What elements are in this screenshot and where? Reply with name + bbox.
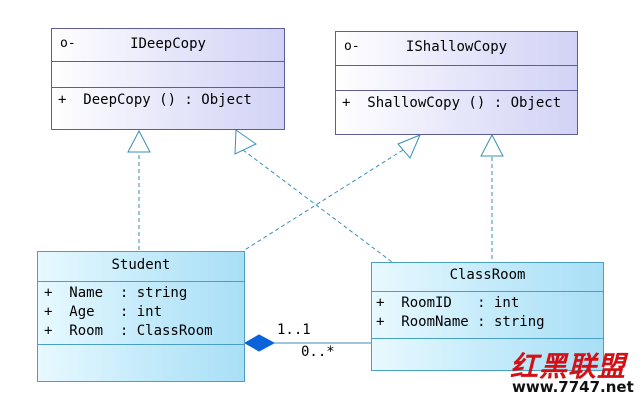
ishallowcopy-attributes-section [336, 65, 577, 90]
interface-lollipop-icon: o- [344, 39, 360, 54]
student-realizes-ishallowcopy-line [242, 149, 404, 252]
ideepcopy-attributes-section [52, 61, 284, 87]
student-attributes-section: + Name : string + Age : int + Room : Cla… [38, 281, 244, 344]
composition-diamond [243, 334, 276, 352]
classroom-attributes-section: + RoomID : int + RoomName : string [372, 291, 603, 338]
ideepcopy-realization-arrowhead-2 [234, 129, 257, 155]
ishallowcopy-realization-arrowhead-2 [480, 133, 504, 157]
ishallowcopy-operations-section: + ShallowCopy () : Object [336, 90, 577, 134]
ideepcopy-realization-arrowhead-1 [127, 129, 151, 153]
interface-lollipop-icon: o- [60, 36, 76, 51]
student-attribute: + Name : string [44, 285, 188, 301]
classroom-title: ClassRoom [449, 267, 526, 283]
ideepcopy-title: IDeepCopy [130, 36, 206, 52]
ishallowcopy-realization-arrowhead-1 [397, 134, 421, 159]
classroom-operations-section [372, 338, 603, 370]
student-attribute: + Age : int [44, 304, 163, 320]
classroom-realizes-ideepcopy-line [242, 149, 393, 263]
ideepcopy-operation: + DeepCopy () : Object [58, 92, 252, 108]
student-operations-section [38, 344, 244, 381]
ishallowcopy-interface-box[interactable]: o- IShallowCopy + ShallowCopy () : Objec… [335, 31, 578, 135]
classroom-attribute: + RoomName : string [376, 314, 545, 330]
student-title: Student [111, 257, 171, 273]
multiplicity-label-student-end: 1..1 [277, 322, 311, 338]
watermark-logo-text: 红黑联盟 [510, 350, 627, 383]
student-class-box[interactable]: Student + Name : string + Age : int + Ro… [37, 251, 245, 382]
classroom-attribute: + RoomID : int [376, 295, 520, 311]
ideepcopy-operations-section: + DeepCopy () : Object [52, 87, 284, 129]
watermark-url: www.7747.net [512, 378, 634, 396]
classroom-class-box[interactable]: ClassRoom + RoomID : int + RoomName : st… [371, 262, 604, 371]
ideepcopy-interface-box[interactable]: o- IDeepCopy + DeepCopy () : Object [51, 28, 285, 130]
multiplicity-label-classroom-end: 0..* [301, 344, 335, 360]
student-attribute: + Room : ClassRoom [44, 323, 213, 339]
ishallowcopy-title: IShallowCopy [405, 39, 508, 55]
ishallowcopy-operation: + ShallowCopy () : Object [342, 95, 562, 111]
